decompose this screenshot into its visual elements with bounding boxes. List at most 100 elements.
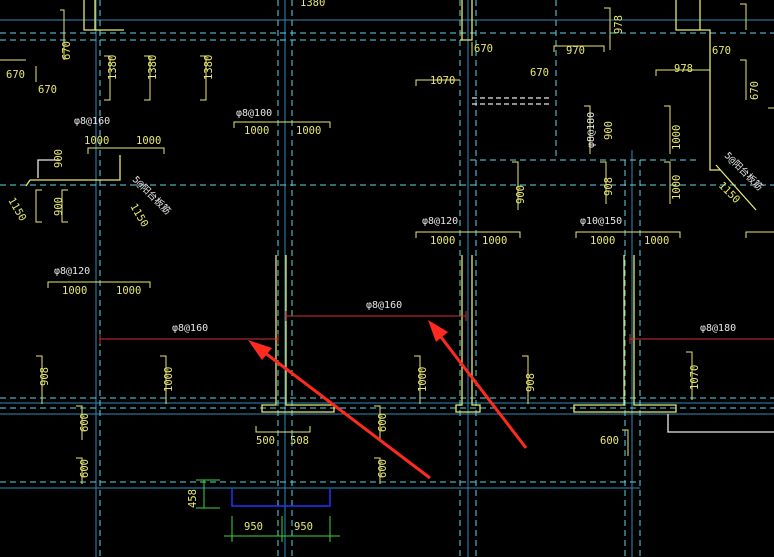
bracket-1000-vb (664, 161, 671, 204)
dim-670-c: 670 (38, 84, 57, 96)
dim-600-e: 600 (600, 435, 619, 447)
dim-950-b: 950 (294, 521, 313, 533)
dim-1150-c: 1150 (716, 180, 742, 206)
rebar-label-8-160-a: φ8@160 (172, 323, 208, 334)
bracket-900-a (35, 189, 42, 223)
balcony-left (30, 155, 121, 181)
dim-900-d: 900 (603, 121, 615, 140)
dim-1000-h: 1000 (116, 285, 141, 297)
dim-908-a: 908 (39, 367, 51, 386)
green-dims (196, 479, 340, 542)
dim-1380-b: 1380 (147, 55, 159, 80)
rebar-label-8-120-mid: φ8@120 (422, 216, 458, 227)
dim-908-b: 908 (603, 177, 615, 196)
bracket-1380-b (144, 55, 151, 101)
balcony-left-a (25, 179, 31, 187)
bracket-600-c (76, 457, 83, 484)
dim-900-c: 900 (515, 185, 527, 204)
dim-670-right: 670 (712, 45, 731, 57)
beams (25, 0, 774, 433)
dim-1380-a: 1380 (107, 55, 119, 80)
annotation-arrow-1 (255, 344, 431, 480)
dim-1000-m: 1000 (163, 367, 175, 392)
rebar-label-8-100: φ8@100 (236, 108, 272, 119)
bracket-1000-v (160, 355, 167, 404)
rebar-label-10-150: φ10@150 (580, 216, 622, 227)
bracket-1000-left-lower (47, 281, 151, 288)
dim-900-b: 900 (53, 197, 65, 216)
dim-1000-f: 1000 (671, 175, 683, 200)
bracket-978 (655, 69, 710, 76)
bracket-600-e (622, 429, 629, 456)
bracket-908-left (36, 355, 43, 404)
dim-970: 970 (566, 45, 585, 57)
dim-1000-j: 1000 (482, 235, 507, 247)
bracket-908-b (600, 161, 607, 204)
bracket-1000-va (664, 105, 671, 154)
bracket-1000-top (233, 121, 331, 128)
dim-1000-k: 1000 (590, 235, 615, 247)
bracket-1070 (415, 79, 460, 86)
beam-top-right-b (675, 0, 700, 31)
bracket-1000-far (745, 231, 774, 238)
wall-center-right (573, 255, 677, 413)
arrow-head-1-icon (248, 340, 272, 360)
rebar-label-8-160-left: φ8@160 (74, 116, 110, 127)
dim-670-far-right: 670 (749, 81, 761, 100)
dim-1000-g: 1000 (62, 285, 87, 297)
bracket-670-vr (740, 59, 747, 100)
dim-1070: 1070 (430, 75, 455, 87)
dim-1000-i: 1000 (430, 235, 455, 247)
dim-670-a: 670 (61, 41, 73, 60)
dim-458: 458 (187, 489, 199, 508)
wall-center-mid (455, 255, 481, 413)
dim-top-1380: 1380 (300, 0, 325, 9)
annotation-arrow-2 (432, 327, 528, 449)
rebar-label-8-160-b: φ8@160 (366, 300, 402, 311)
bracket-978-v (604, 7, 611, 50)
bracket-600-b (374, 405, 381, 440)
dim-978-b: 978 (674, 63, 693, 75)
bracket-670-v (60, 9, 65, 60)
bracket-1000-left (87, 147, 165, 154)
arrow-head-2-icon (428, 320, 448, 342)
dim-1000-d: 1000 (296, 125, 321, 137)
bracket-1380-a (104, 55, 111, 101)
dim-500: 500 (256, 435, 275, 447)
beam-top-center (461, 0, 473, 41)
bracket-900-c (512, 161, 519, 210)
bracket-1000-right (575, 231, 681, 238)
bracket-908-mid (522, 355, 529, 404)
dim-texts: 1380 670 670 670 1380 1380 1380 978 670 … (5, 0, 761, 533)
bracket-600-a (76, 405, 83, 440)
dim-1000-c: 1000 (244, 125, 269, 137)
dim-1070-b: 1070 (689, 365, 701, 390)
beam-small-white (37, 159, 60, 178)
dim-670-b: 670 (6, 69, 25, 81)
dim-600-a: 600 (79, 413, 91, 432)
bracket-970 (553, 45, 605, 52)
beam-top-right (699, 0, 720, 171)
bracket-1000-mid (415, 231, 521, 238)
dim-1150-a: 1150 (5, 196, 28, 224)
dim-1150-b: 1150 (127, 202, 150, 230)
beam-top-left (83, 0, 96, 31)
dim-670-mid: 670 (530, 67, 549, 79)
rebar-label-8-120-left: φ8@120 (54, 266, 90, 277)
bracket-978-top (740, 3, 747, 30)
dim-1000-e: 1000 (671, 125, 683, 150)
rebar-label-8-180-right: φ8@180 (700, 323, 736, 334)
bracket-900-b (61, 189, 68, 223)
rebar-lines (99, 311, 774, 344)
dim-600-c: 600 (79, 459, 91, 478)
dim-950-a: 950 (244, 521, 263, 533)
dim-1000-a: 1000 (84, 135, 109, 147)
bracket-1070-v (686, 351, 693, 400)
dim-600-b: 600 (377, 413, 389, 432)
dim-brackets (0, 3, 774, 484)
bracket-1000-v2 (414, 355, 421, 404)
wall-center-left (261, 255, 335, 413)
